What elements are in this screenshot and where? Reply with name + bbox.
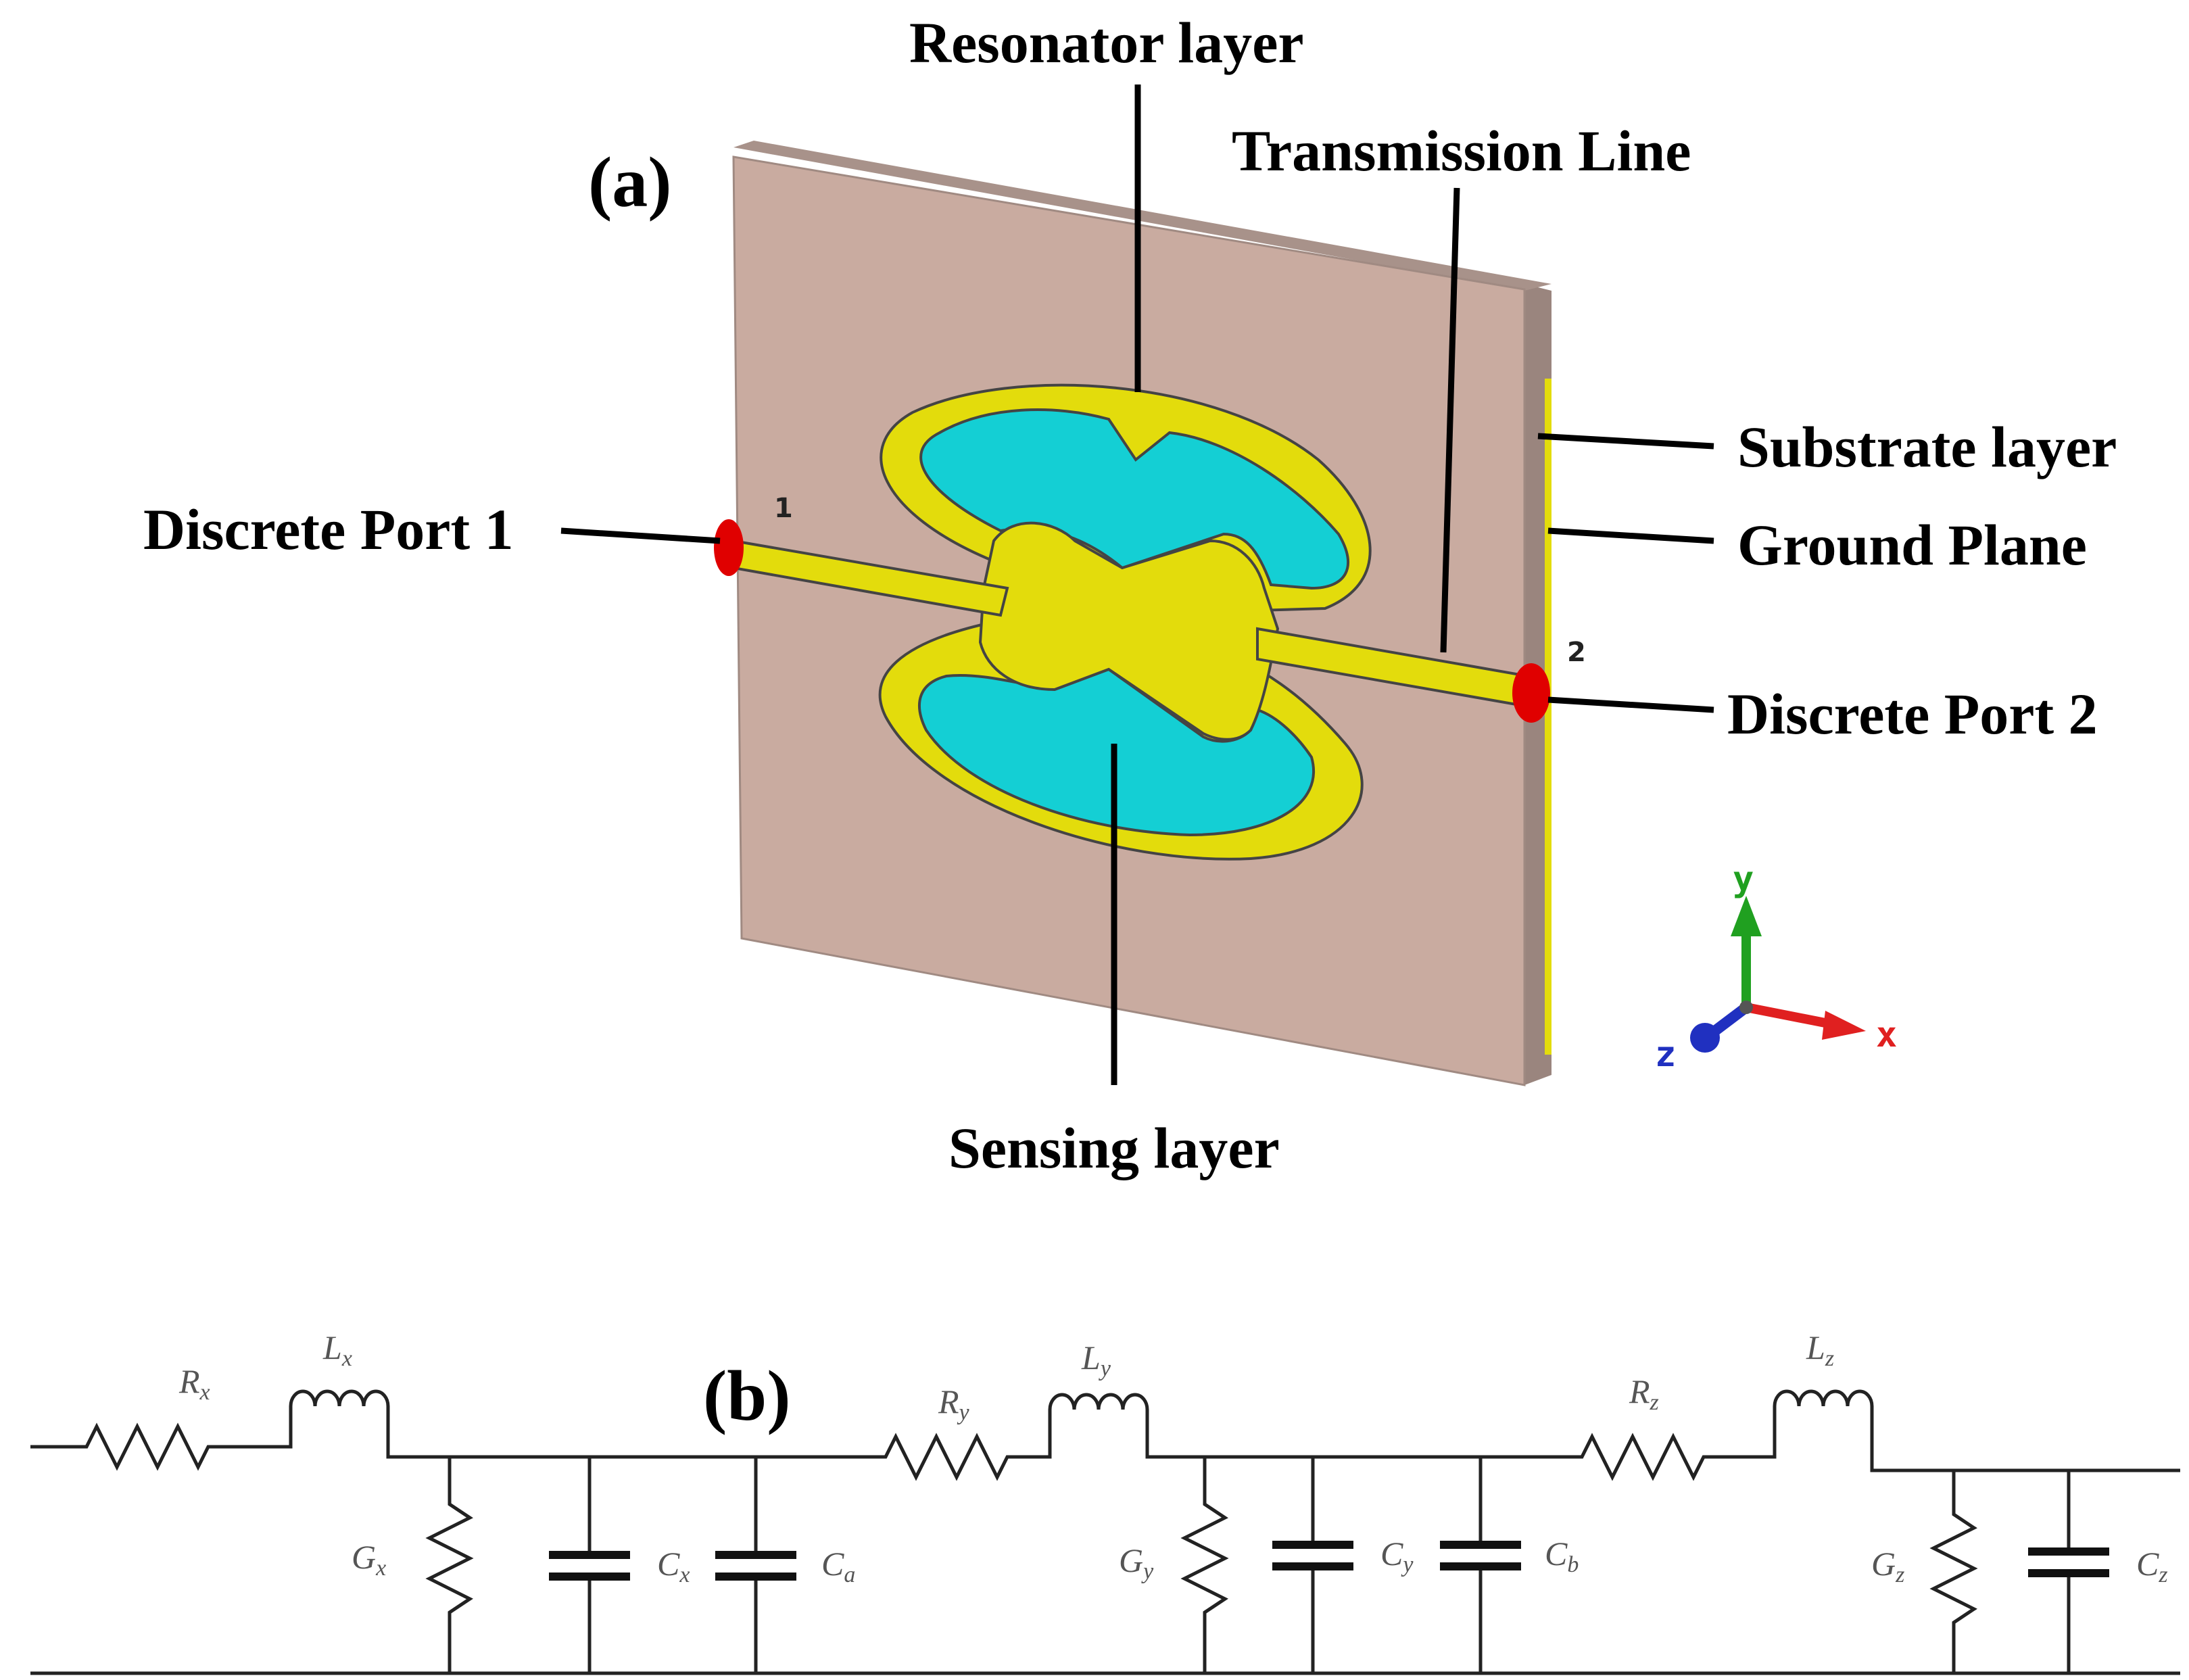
label-gx: Gx bbox=[352, 1538, 386, 1581]
substrate-top-edge bbox=[733, 141, 1551, 291]
leader-substrate bbox=[1537, 433, 1714, 450]
series-path bbox=[30, 1389, 2180, 1481]
panel-a-label: (a) bbox=[588, 143, 672, 222]
label-rx: Rx bbox=[178, 1362, 210, 1405]
label-lx: Lx bbox=[322, 1328, 352, 1371]
label-resonator-layer: Resonator layer bbox=[909, 10, 1304, 75]
label-lz: Lz bbox=[1806, 1328, 1834, 1371]
label-cy: Cy bbox=[1380, 1535, 1414, 1577]
label-cb: Cb bbox=[1545, 1535, 1579, 1577]
label-substrate-layer: Substrate layer bbox=[1737, 414, 2117, 479]
label-discrete-port-1: Discrete Port 1 bbox=[143, 497, 514, 562]
label-cz: Cz bbox=[2136, 1545, 2168, 1587]
panel-a: 1 2 (a) Resonator layer Transmission Lin… bbox=[143, 10, 2117, 1180]
label-discrete-port-2: Discrete Port 2 bbox=[1727, 681, 2098, 746]
axis-y-label: y bbox=[1733, 859, 1754, 900]
axis-z-label: z bbox=[1655, 1034, 1676, 1075]
axis-triad: y x z bbox=[1655, 859, 1897, 1075]
panel-b-label: (b) bbox=[703, 1356, 791, 1435]
label-gz: Gz bbox=[1871, 1545, 1904, 1587]
axis-x-label: x bbox=[1876, 1015, 1897, 1055]
axis-origin bbox=[1739, 1001, 1753, 1014]
label-ca: Ca bbox=[821, 1545, 855, 1587]
label-transmission-line: Transmission Line bbox=[1232, 118, 1691, 183]
discrete-port-2-marker bbox=[1512, 663, 1550, 723]
resonator-center bbox=[978, 521, 1280, 741]
port-number-2: 2 bbox=[1567, 637, 1586, 668]
label-sensing-layer: Sensing layer bbox=[948, 1115, 1280, 1180]
discrete-port-1-marker bbox=[714, 519, 744, 576]
label-cx: Cx bbox=[657, 1545, 690, 1587]
axis-x-arrow-icon bbox=[1822, 1011, 1866, 1040]
axis-y-arrow-icon bbox=[1731, 896, 1762, 936]
axis-z-arrow-icon bbox=[1690, 1023, 1720, 1053]
shunt-gy bbox=[1180, 1457, 1229, 1673]
label-gy: Gy bbox=[1119, 1541, 1154, 1584]
shunt-gz bbox=[1929, 1470, 1978, 1673]
label-rz: Rz bbox=[1629, 1372, 1659, 1415]
axis-x-shaft bbox=[1745, 1003, 1833, 1029]
leader-port1 bbox=[560, 527, 721, 544]
leader-port2 bbox=[1547, 696, 1714, 713]
label-ground-plane: Ground Plane bbox=[1737, 512, 2087, 577]
label-ly: Ly bbox=[1081, 1339, 1111, 1381]
panel-b: (b) Rx Lx Gx Cx bbox=[30, 1328, 2180, 1675]
sensing-upper bbox=[919, 408, 1350, 590]
port-number-1: 1 bbox=[774, 493, 793, 524]
leader-transmission bbox=[1440, 187, 1460, 653]
label-ry: Ry bbox=[938, 1383, 970, 1425]
leader-ground bbox=[1547, 527, 1714, 544]
shunt-gx bbox=[425, 1457, 474, 1673]
